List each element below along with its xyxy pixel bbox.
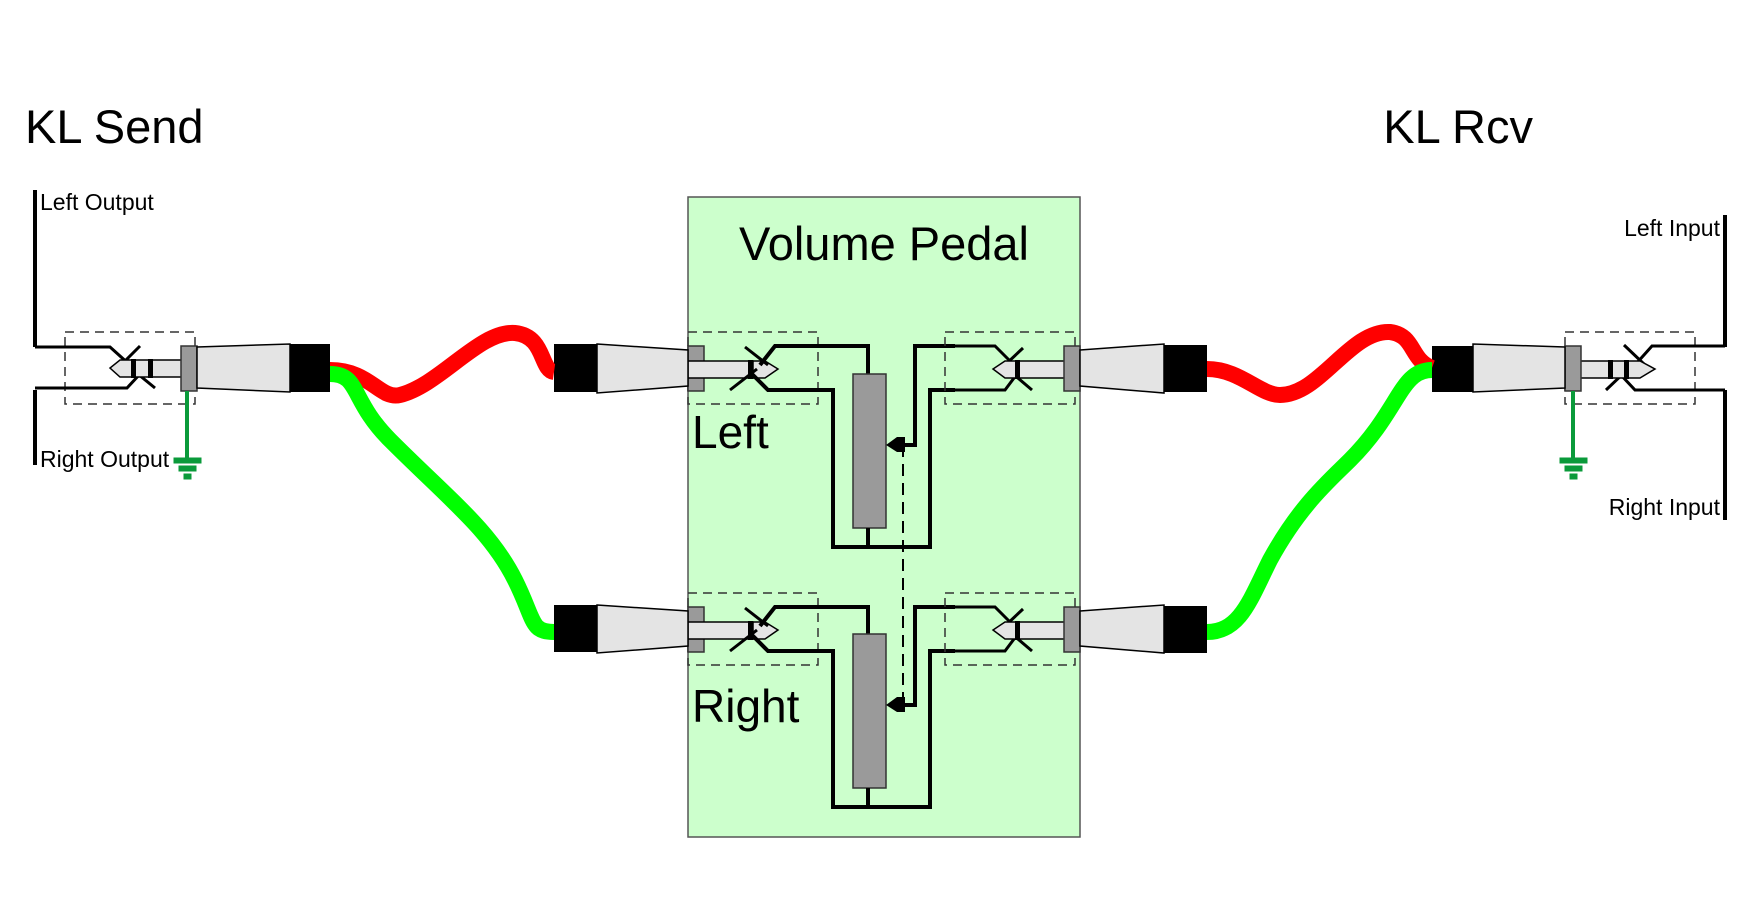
- right-channel-circuit: [687, 592, 1081, 809]
- send-title: KL Send: [25, 100, 204, 153]
- right-input-label: Right Input: [1609, 494, 1721, 520]
- left-potentiometer: [852, 373, 887, 529]
- right-channel-label: Right: [692, 680, 800, 732]
- left-channel-circuit: [687, 331, 1081, 549]
- ground-icon: [173, 391, 202, 480]
- send-plug-cap: [290, 344, 330, 392]
- pedal-right-input-plug: [554, 604, 689, 654]
- send-jack-nut: [180, 345, 198, 392]
- left-input-label: Left Input: [1624, 215, 1721, 241]
- ground-icon: [1559, 391, 1588, 480]
- cable-right-receive: [1206, 362, 1433, 640]
- pedal-left-output-plug: [1079, 343, 1207, 394]
- left-wiper-icon: [886, 437, 905, 452]
- pedal-right-output-plug: [1079, 604, 1207, 654]
- pedal-left-input-plug: [554, 343, 689, 394]
- right-wiper-icon: [886, 697, 905, 712]
- cable-right-send: [329, 366, 555, 640]
- send-device: Left Output Right Output: [33, 189, 330, 480]
- cable-left-send: [329, 324, 558, 404]
- right-potentiometer: [852, 633, 887, 789]
- receive-jack-nut: [1564, 345, 1582, 392]
- volume-pedal-title: Volume Pedal: [739, 217, 1029, 270]
- receive-plug-cap: [1432, 346, 1473, 392]
- left-output-label: Left Output: [40, 189, 154, 215]
- send-plug-boot: [196, 343, 291, 393]
- left-channel-label: Left: [692, 406, 769, 458]
- cable-left-receive: [1206, 324, 1436, 404]
- right-output-label: Right Output: [40, 446, 170, 472]
- receive-device: Left Input Right Input: [1432, 215, 1727, 520]
- receive-plug-boot: [1472, 343, 1566, 393]
- receive-title: KL Rcv: [1383, 100, 1533, 153]
